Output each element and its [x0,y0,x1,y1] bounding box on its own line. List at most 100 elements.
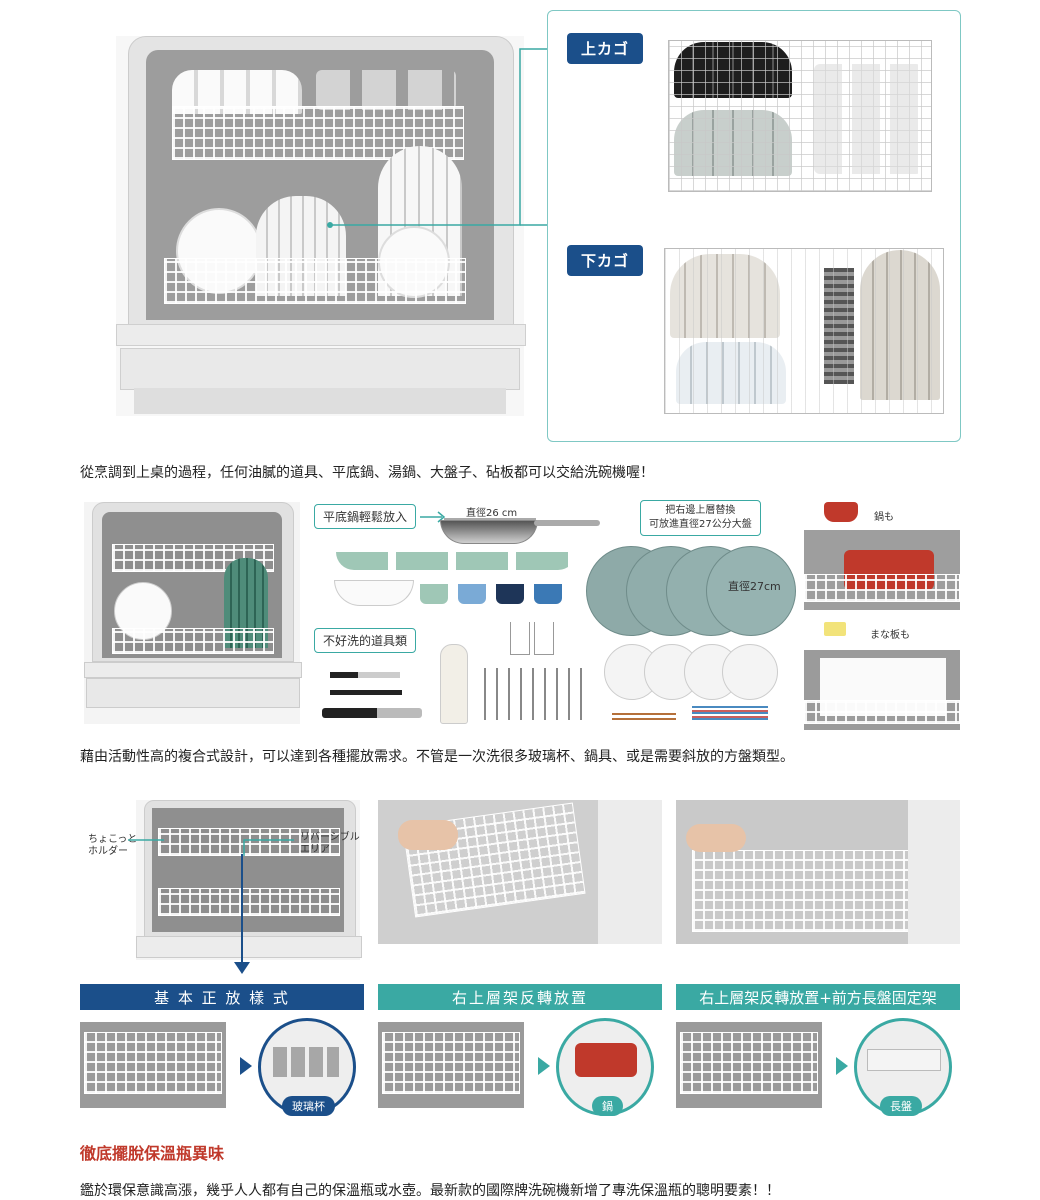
dishwasher-side-1 [598,800,662,944]
upper-rack-glasses [316,70,456,110]
pan-label: 平底鍋輕鬆放入 [314,504,417,529]
board-in-rack-photo [804,650,960,730]
grater [440,644,468,724]
upper-rack-tag: 上カゴ [567,33,644,64]
swap-label-line1: 把右邊上層替換 [665,505,736,516]
mode-2-rack-photo [378,1022,524,1108]
hand-1 [398,820,458,850]
flipped-rack [692,850,914,932]
frying-pan-handle [534,520,600,526]
mode-3-rack-photo [676,1022,822,1108]
section2-lower-rack [112,628,274,654]
mode-3-pill: 長盤 [880,1096,922,1116]
section4-body: 鑑於環保意識高漲，幾乎人人都有自己的保溫瓶或水壺。最新款的國際牌洗碗機新增了專洗… [80,1183,780,1199]
swap-label: 把右邊上層替換 可放進直徑27公分大盤 [640,500,761,536]
holder-label-line2: ホルダー [88,846,128,857]
mode-2-arrow [538,1057,550,1075]
mode-1-pill: 玻璃杯 [282,1096,335,1116]
pot-rack [804,574,960,602]
mode-3-rack [680,1032,818,1094]
glass-1 [510,622,530,655]
dishwasher-door-lower [120,348,520,390]
dishwasher-door [116,324,526,346]
mode-1-circle [258,1018,356,1116]
section4-heading: 徹底擺脫保溫瓶異味 [80,1144,225,1163]
pot-in-rack-photo [804,530,960,610]
mug-navy [496,584,524,604]
mode-1-rack-photo [80,1022,226,1108]
reversible-label-line1: リバーシブル [300,832,360,843]
section3-dishwasher-diagram [136,800,362,960]
cutlery-set [484,668,588,720]
tongs [330,690,402,695]
section3-lower-rack [158,888,340,916]
mode-3-long-plate [867,1049,941,1071]
board-icon [824,622,846,636]
reversible-label-line2: エリア [300,844,330,855]
mode-1-arrow [240,1057,252,1075]
pan-size: 直徑26 cm [466,508,518,519]
hard-items-label: 不好洗的道具類 [314,628,417,653]
section3-door [136,936,362,958]
glass-2 [534,622,554,655]
swap-label-line2: 可放進直徑27公分大盤 [649,519,752,530]
dishwasher-side-2 [908,800,960,944]
lower-rack-frame [664,248,944,414]
board-rack [804,700,960,724]
section1-caption: 從烹調到上桌的過程，任何油膩的道具、平底鍋、湯鍋、大盤子、砧板都可以交給洗碗機喔… [80,465,654,481]
glasses-pair [510,622,556,656]
pot-icon [824,502,858,522]
knife [330,672,400,678]
upper-rack-photo [664,36,934,206]
white-serving-bowl [334,580,414,606]
small-plates-row [604,644,778,700]
reversible-label: リバーシブル エリア [300,832,360,856]
hero-dishwasher-photo [116,36,526,416]
mode-1-glasses [273,1047,339,1077]
large-plate-4 [706,546,796,636]
frying-pan [440,520,538,544]
small-plate-4 [722,644,778,700]
section3-upper-rack [158,828,340,856]
lower-rack-tag: 下カゴ [567,245,644,276]
mode-3-title: 右上層架反轉放置+前方長盤固定架 [676,984,960,1010]
rack-detail-panel [547,10,961,442]
mug-light-blue [458,584,486,604]
board-note: まな板も [870,630,910,641]
mode-2-pot [575,1043,637,1077]
upper-rack-cups [814,64,922,174]
mode-1-rack [84,1032,222,1094]
hand-flipping-rack-photo [676,800,960,944]
mug-green [420,584,448,604]
section2-caption: 藉由活動性高的複合式設計，可以達到各種擺放需求。不管是一次洗很多玻璃杯、鍋具、或… [80,749,794,765]
chopsticks-2 [692,706,768,720]
mode-1-title: 基 本 正 放 樣 式 [80,984,364,1010]
chopsticks-1 [612,710,676,720]
holder-label-line1: ちょこっと [88,834,138,845]
mode-3-circle [854,1018,952,1116]
section2-dishwasher-photo [84,502,302,724]
spatula [322,708,422,718]
hero-connector-lines [327,48,548,228]
mode-2-title: 右上層架反轉放置 [378,984,662,1010]
mode-2-pill: 鍋 [592,1096,623,1116]
lower-rack [164,258,466,304]
lower-rack-photo [664,248,944,418]
mode-2-rack [382,1032,520,1094]
mug-row [420,584,570,606]
pan-size-line [444,518,536,520]
mug-blue [534,584,562,604]
section2-door [84,662,302,678]
hand-2 [686,824,746,852]
hand-lifting-rack-photo [378,800,662,944]
plate-size: 直徑27cm [728,580,781,593]
mode-3-arrow [836,1057,848,1075]
section2-door-lower [86,678,300,708]
mode-2-circle [556,1018,654,1116]
section3-callout-lines [128,839,294,974]
large-plates-row [586,546,796,636]
pot-note: 鍋も [874,512,894,523]
holder-label: ちょこっと ホルダー [88,834,137,858]
green-plates-row [336,552,576,570]
dishwasher-base [134,388,506,414]
